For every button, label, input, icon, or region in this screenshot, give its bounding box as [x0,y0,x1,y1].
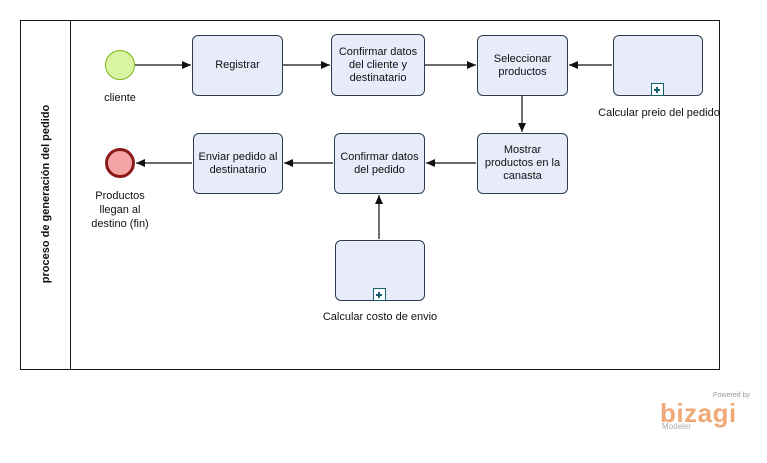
end-event-label-line-3: destino (fin) [91,218,149,230]
bizagi-logo: Powered by bizagi Modeler [660,392,750,432]
pool: proceso de generación del pedido [20,20,720,370]
subprocess-plus-icon [373,288,386,301]
task-confirmar-datos-pedido[interactable]: Confirmar datos del pedido [334,133,425,194]
logo-powered-text: Powered by [713,392,750,399]
logo-sub-text: Modeler [662,422,691,431]
task-enviar-pedido[interactable]: Enviar pedido al destinatario [193,133,283,194]
subprocess-calcular-costo-label: Calcular costo de envio [322,311,438,323]
task-seleccionar-productos[interactable]: Seleccionar productos [477,35,568,96]
task-mostrar-productos[interactable]: Mostrar productos en la canasta [477,133,568,194]
start-event-label: cliente [104,92,136,104]
subprocess-calcular-precio[interactable] [613,35,703,96]
task-confirmar-datos-cliente[interactable]: Confirmar datos del cliente y destinatar… [331,34,425,96]
subprocess-calcular-costo[interactable] [335,240,425,301]
task-registrar[interactable]: Registrar [192,35,283,96]
subprocess-calcular-precio-label: Calcular preio del pedido [598,107,720,119]
start-event[interactable] [105,50,135,80]
logo-name-text: bizagi [660,398,737,428]
end-event-label-line-1: Productos [95,190,145,202]
lane-header: proceso de generación del pedido [21,21,71,369]
subprocess-plus-icon [651,83,664,96]
end-event-label-line-2: llegan al [99,204,141,216]
end-event[interactable] [105,148,135,178]
